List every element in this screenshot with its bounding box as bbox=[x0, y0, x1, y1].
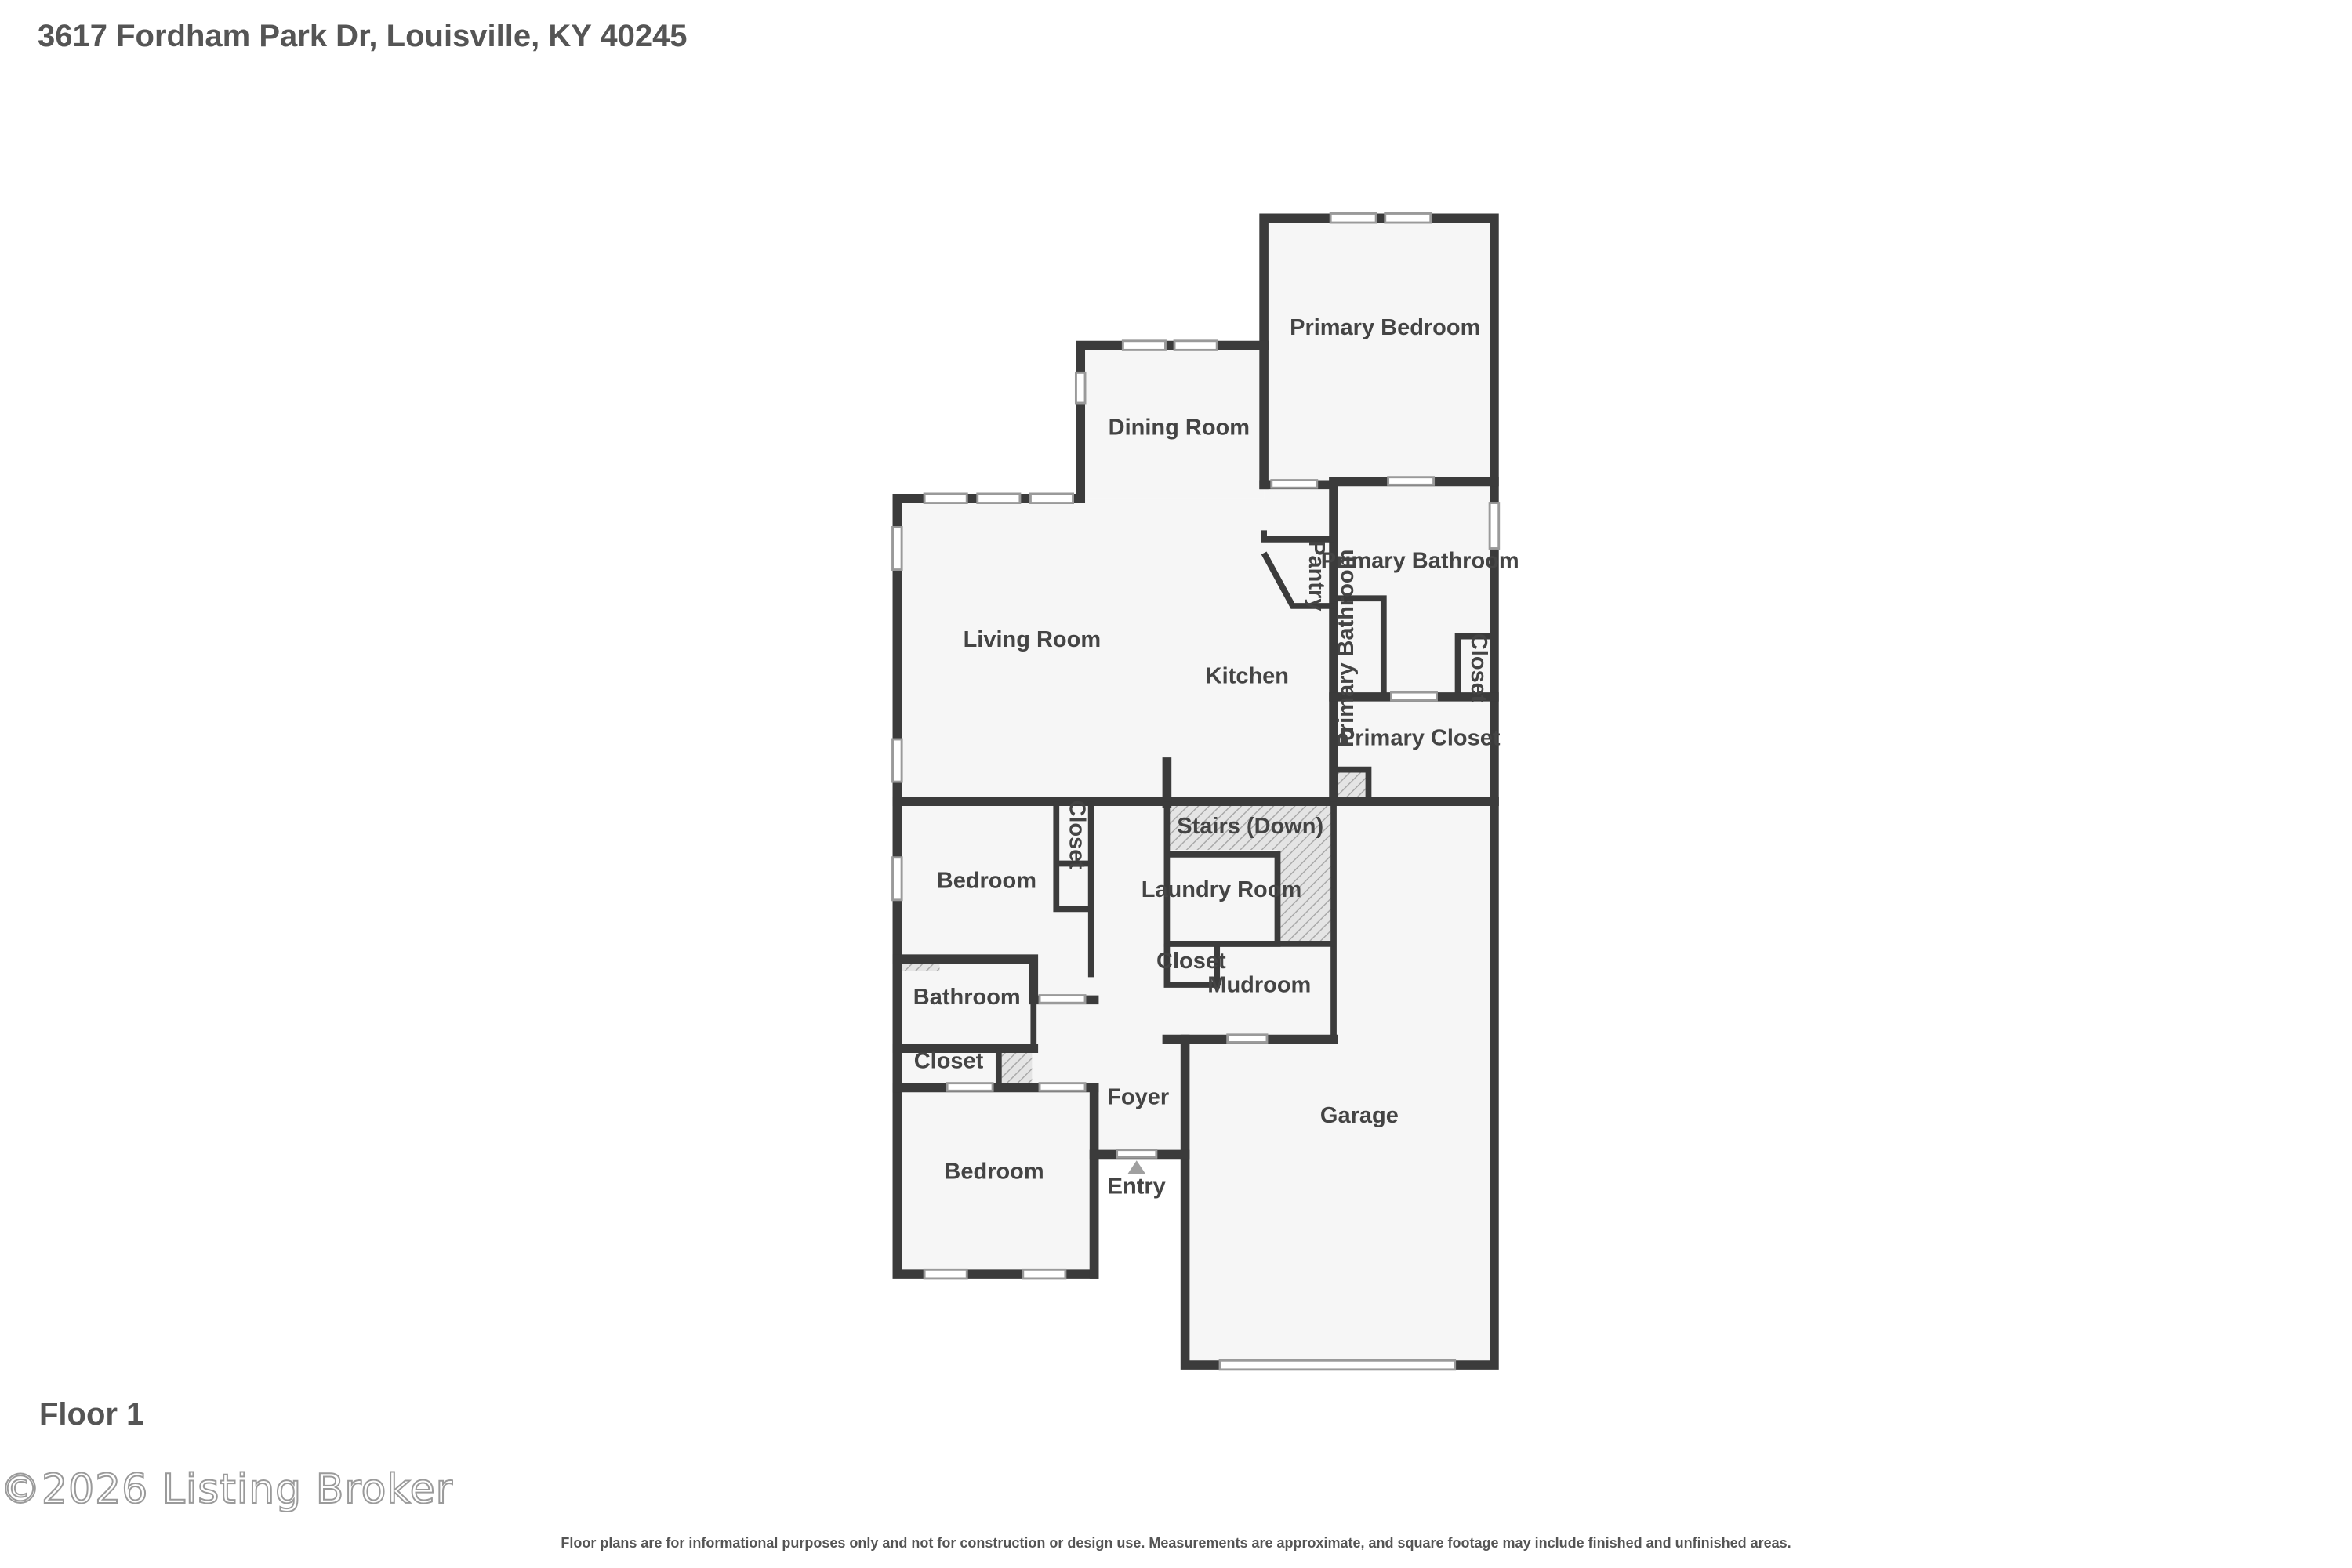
label-living-room: Living Room bbox=[964, 627, 1102, 652]
windows bbox=[891, 212, 1501, 1371]
label-primary-bathroom-small: Primary Bathroom bbox=[1334, 550, 1359, 748]
label-primary-bathroom: Primary Bathroom bbox=[1321, 549, 1519, 574]
label-primary-closet: Primary Closet bbox=[1340, 726, 1501, 751]
label-closet-mudroom: Closet bbox=[1156, 949, 1226, 974]
entry-arrow-icon bbox=[1127, 1160, 1146, 1174]
label-kitchen: Kitchen bbox=[1206, 664, 1289, 689]
property-address: 3617 Fordham Park Dr, Louisville, KY 402… bbox=[38, 19, 688, 53]
label-mudroom: Mudroom bbox=[1207, 973, 1311, 998]
hatched-areas bbox=[898, 771, 1369, 1085]
label-primary-bedroom: Primary Bedroom bbox=[1290, 315, 1480, 340]
disclaimer: Floor plans are for informational purpos… bbox=[561, 1535, 1791, 1551]
label-closet-hall: Closet bbox=[914, 1048, 984, 1073]
label-stairs: Stairs (Down) bbox=[1177, 814, 1323, 839]
label-closet-bedroom: Closet bbox=[1065, 800, 1090, 869]
floor-label: Floor 1 bbox=[39, 1397, 144, 1432]
label-laundry-room: Laundry Room bbox=[1142, 877, 1302, 902]
room-labels: Primary Bedroom Dining Room Primary Bath… bbox=[913, 315, 1519, 1200]
label-pantry: Pantry bbox=[1304, 540, 1329, 611]
label-bathroom: Bathroom bbox=[913, 985, 1021, 1010]
label-foyer: Foyer bbox=[1107, 1085, 1169, 1110]
label-bedroom-2: Bedroom bbox=[944, 1159, 1044, 1184]
label-entry: Entry bbox=[1108, 1174, 1166, 1200]
label-bedroom-1: Bedroom bbox=[937, 868, 1036, 893]
label-dining-room: Dining Room bbox=[1109, 416, 1250, 441]
label-garage: Garage bbox=[1320, 1103, 1399, 1128]
label-closet-primary-bath: Closet bbox=[1466, 633, 1491, 703]
watermark: ©2026 Listing Broker bbox=[0, 1465, 454, 1514]
floor-fills bbox=[897, 218, 1494, 1366]
